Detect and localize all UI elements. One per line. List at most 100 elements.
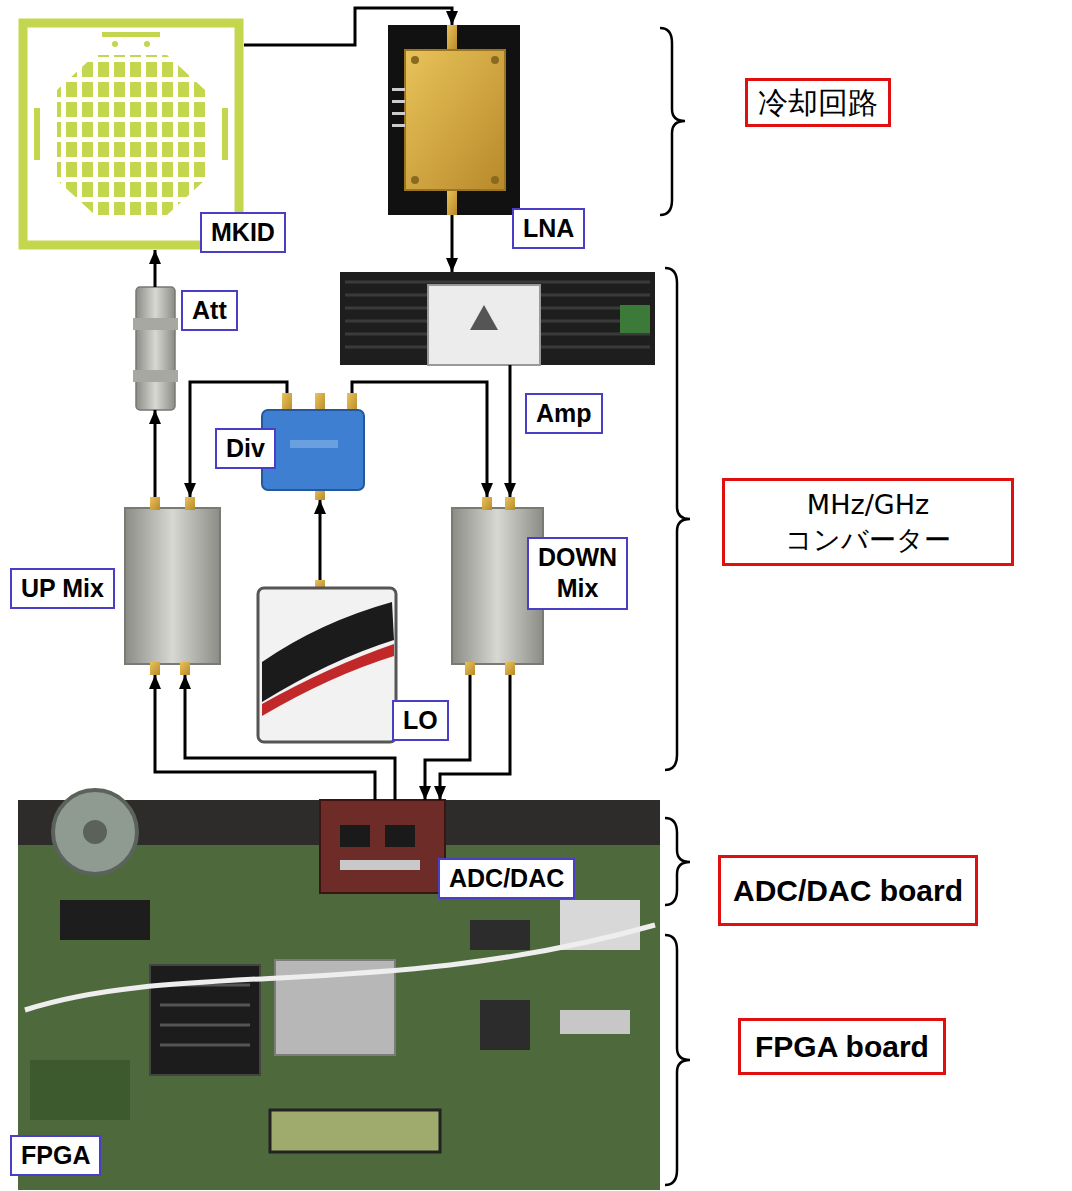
part-name: FPGA — [21, 1140, 90, 1171]
fpga-board-photo-part — [160, 1024, 250, 1027]
fpga-board-photo-part — [560, 1010, 630, 1034]
divider-node: Div — [258, 393, 368, 500]
lna-photo-part — [447, 189, 457, 215]
fpga-board-photo — [18, 790, 660, 1190]
amp-photo-part — [340, 272, 655, 365]
down-mixer-photo-part — [505, 662, 515, 675]
part-name: LNA — [523, 213, 574, 244]
lo-photo-part — [262, 644, 394, 716]
section-label: MHz/GHz コンバーター — [722, 478, 1014, 566]
fpga-board-photo-part — [340, 860, 420, 870]
section-name: ADC/DAC board — [733, 871, 963, 910]
lna-photo-part — [392, 124, 405, 127]
fpga-board-photo-part — [83, 820, 107, 844]
part-label: ADC/DAC — [438, 858, 575, 899]
lna-photo-part — [392, 112, 405, 115]
fpga-board-photo-part — [160, 1044, 250, 1047]
part-label: DOWN Mix — [527, 537, 628, 610]
lna-photo-part — [411, 56, 419, 64]
part-label: Att — [181, 290, 238, 331]
up-mixer-photo-part — [125, 508, 220, 664]
fpga-board-photo-part — [30, 1060, 130, 1120]
section-label: 冷却回路 — [745, 78, 891, 127]
up-mixer-photo-part — [150, 662, 160, 675]
lna-photo — [388, 25, 520, 215]
up-mixer-photo-part — [150, 497, 160, 510]
part-label: UP Mix — [10, 568, 115, 609]
signal-arrow — [190, 382, 287, 497]
attenuator-photo — [133, 287, 178, 410]
attenuator-photo-part — [133, 370, 178, 382]
mixer-node: DOWN Mix — [450, 497, 545, 675]
fpga-board-photo-part — [270, 1110, 440, 1152]
part-label: Div — [215, 428, 276, 469]
down-mixer-photo-part — [482, 497, 492, 510]
oscillator-node: LO — [255, 580, 400, 745]
part-name: ADC/DAC — [449, 863, 564, 894]
mkid-chip-part — [144, 41, 150, 47]
mkid-chip-part — [34, 108, 40, 160]
mkid-chip-part — [102, 32, 160, 37]
fpga-node: FPGA ADC/DAC — [18, 800, 660, 1190]
lna-photo-part — [405, 50, 505, 190]
part-name: Div — [226, 433, 265, 464]
part-name: MKID — [211, 217, 275, 248]
up-mixer-photo-part — [185, 497, 195, 510]
part-label: LNA — [512, 208, 585, 249]
lna-photo-part — [491, 176, 499, 184]
signal-arrow — [185, 675, 395, 800]
amp-photo-part — [470, 305, 498, 330]
fpga-board-photo-part — [560, 900, 640, 950]
attenuator-node: Att — [133, 287, 178, 410]
part-name: Amp — [536, 398, 592, 429]
divider-photo-part — [290, 440, 338, 448]
mkid-chip-part — [57, 55, 205, 215]
lna-photo-part — [491, 56, 499, 64]
fpga-board-photo-part — [60, 900, 150, 940]
lna-photo-part — [392, 100, 405, 103]
divider-photo — [262, 393, 364, 500]
bracket — [660, 28, 690, 1185]
signal-arrow — [154, 410, 157, 497]
part-name: Att — [192, 295, 227, 326]
mixer-node: UP Mix — [120, 497, 225, 675]
fpga-board-photo-part — [480, 1000, 530, 1050]
amp-photo-part — [345, 281, 650, 284]
section-name: 冷却回路 — [758, 83, 878, 122]
signal-arrow — [451, 215, 454, 272]
lna-photo-part — [411, 176, 419, 184]
signal-arrow — [352, 382, 487, 497]
down-mixer-photo-part — [465, 662, 475, 675]
bracket-part — [665, 818, 690, 905]
part-name: DOWN Mix — [538, 542, 617, 605]
fpga-board-photo-part — [470, 920, 530, 950]
amp-photo-part — [428, 285, 540, 365]
part-label: MKID — [200, 212, 286, 253]
section-name: MHz/GHz コンバーター — [785, 487, 951, 557]
fpga-board-photo-part — [18, 845, 660, 1190]
lna-photo-part — [388, 25, 520, 215]
signal-arrow — [154, 250, 157, 287]
fpga-board-photo-part — [25, 925, 655, 1010]
fpga-board-photo-part — [340, 825, 370, 847]
down-mixer-photo-part — [505, 497, 515, 510]
fpga-board-photo-part — [320, 800, 445, 893]
mkid-node: MKID — [18, 18, 244, 250]
amplifier-node: Amp — [340, 272, 655, 365]
signal-arrow — [155, 675, 375, 800]
amp-photo — [340, 272, 655, 365]
section-label: FPGA board — [738, 1018, 946, 1075]
part-name: UP Mix — [21, 573, 104, 604]
section-name: FPGA board — [755, 1027, 929, 1066]
attenuator-photo-part — [133, 318, 178, 330]
bracket-part — [665, 935, 690, 1185]
part-label: Amp — [525, 393, 603, 434]
signal-arrow — [319, 500, 322, 580]
amp-photo-part — [620, 305, 650, 333]
mkid-chip-part — [222, 108, 228, 160]
signal-arrow — [509, 365, 512, 497]
signal-arrow — [440, 675, 510, 800]
part-label: LO — [392, 700, 449, 741]
mkid-chip-part — [112, 41, 118, 47]
